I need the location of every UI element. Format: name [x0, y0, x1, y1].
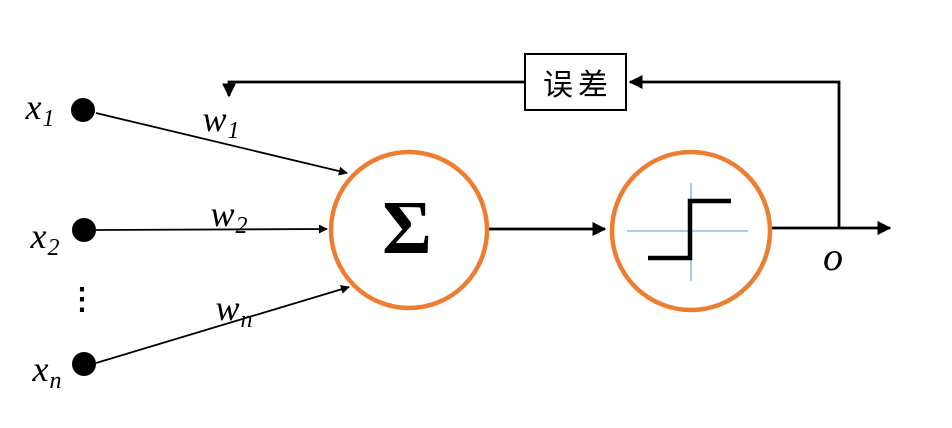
- weight-line-w1: [95, 112, 348, 176]
- input-dot-x1: [71, 98, 95, 122]
- error-box-label: 误差: [543, 69, 613, 102]
- weight-label-w1: w1: [202, 99, 240, 144]
- step-curve: [648, 198, 731, 261]
- weight-label-wn: wn: [215, 288, 253, 333]
- feedback-line-output-to-error: [628, 75, 841, 228]
- input-label-xn: xn: [32, 349, 62, 394]
- error-box: 误差: [524, 53, 627, 111]
- inputs-ellipsis: ⋮: [67, 283, 97, 316]
- sum-node-circle: [328, 149, 490, 311]
- input-label-x2: x2: [30, 216, 60, 261]
- input-label-x1: x1: [25, 87, 55, 132]
- sum-symbol: Σ: [382, 186, 432, 270]
- weight-line-wn: [95, 285, 350, 364]
- feedback-line-error-to-weights: [222, 80, 524, 98]
- weight-line-w2: [95, 224, 328, 234]
- input-dot-xn: [72, 352, 96, 376]
- weight-label-w2: w2: [210, 194, 248, 239]
- input-dot-x2: [72, 218, 96, 242]
- step-function-icon: [627, 183, 748, 281]
- output-label: o: [823, 234, 843, 279]
